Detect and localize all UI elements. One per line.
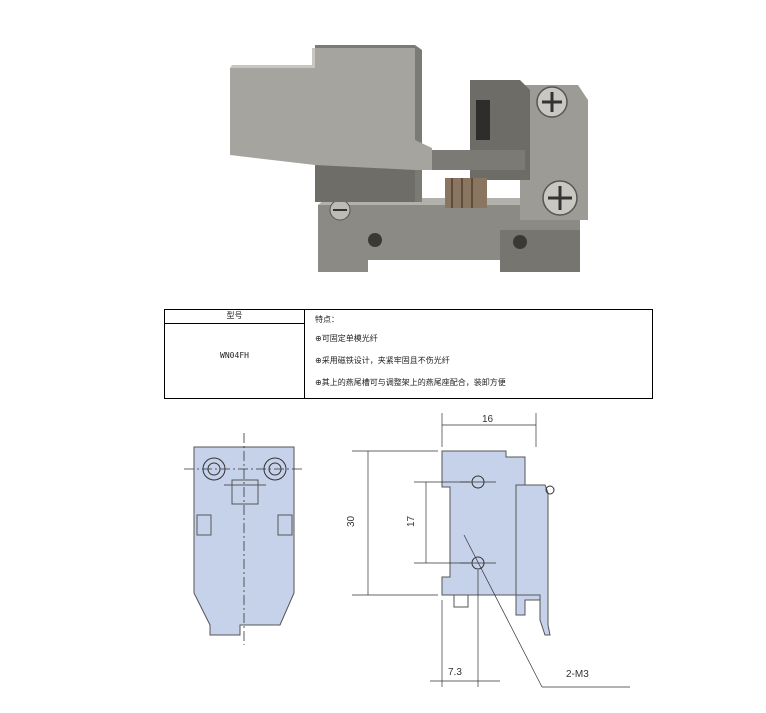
- product-photo: [230, 45, 588, 272]
- model-column: 型号 WN04FH: [164, 309, 305, 399]
- dim-width-label: 16: [482, 414, 494, 425]
- model-value: WN04FH: [220, 351, 249, 360]
- dim-hole-spacing-label: 17: [406, 515, 417, 527]
- features-title: 特点：: [315, 315, 339, 324]
- spec-table: 型号 WN04FH 特点： ⊕可固定单模光纤 ⊕采用磁铁设计，夹紧牢固且不伤光纤…: [164, 309, 653, 399]
- dim-offset-label: 7.3: [448, 667, 462, 678]
- feature-item: ⊕其上的燕尾槽可与调整架上的燕尾座配合，装卸方便: [315, 378, 506, 387]
- feature-item: ⊕可固定单模光纤: [315, 334, 378, 343]
- feature-item: ⊕采用磁铁设计，夹紧牢固且不伤光纤: [315, 356, 450, 365]
- hole-label: 2-M3: [566, 669, 589, 680]
- top-view-drawing: [184, 433, 304, 645]
- side-view-drawing: 16 30 17 7.3 2-M3: [346, 413, 630, 688]
- dim-height-label: 30: [346, 515, 357, 527]
- features-column: 特点： ⊕可固定单模光纤 ⊕采用磁铁设计，夹紧牢固且不伤光纤 ⊕其上的燕尾槽可与…: [304, 309, 653, 399]
- model-header: 型号: [165, 310, 304, 324]
